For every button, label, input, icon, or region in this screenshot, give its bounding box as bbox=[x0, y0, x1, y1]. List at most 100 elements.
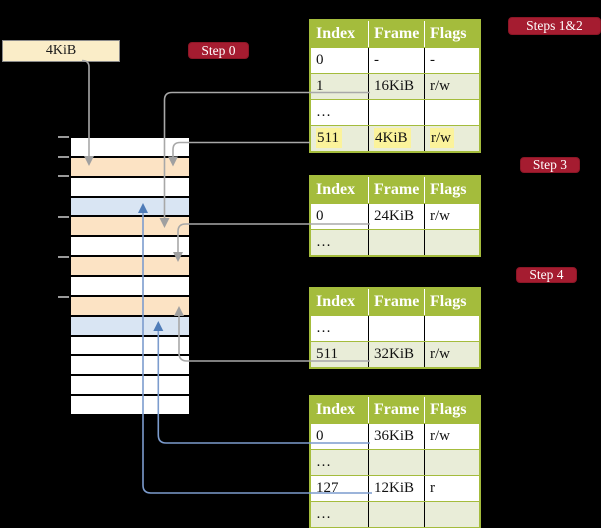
table-cell: 1 bbox=[316, 78, 324, 94]
frame-boundary-tick bbox=[58, 256, 69, 258]
table-header-row: Index Frame Flags bbox=[311, 397, 479, 423]
column-header-frame: Frame bbox=[368, 289, 424, 315]
table-cell: r/w bbox=[424, 424, 479, 449]
table-cell: 32KiB bbox=[368, 342, 424, 367]
column-header-flags: Flags bbox=[424, 21, 479, 47]
memory-frame-row bbox=[71, 376, 189, 395]
step3-label: Step 3 bbox=[532, 157, 568, 172]
table-cell: 511 bbox=[311, 126, 368, 151]
column-header-index: Index bbox=[316, 181, 356, 198]
table-row: 511 32KiB r/w bbox=[311, 341, 479, 367]
memory-frame-row bbox=[71, 257, 189, 275]
column-header-frame: Frame bbox=[368, 177, 424, 203]
table-header-row: Index Frame Flags bbox=[311, 21, 479, 47]
table-cell: r/w bbox=[424, 126, 479, 151]
frame-size-box: 4KiB bbox=[2, 40, 120, 62]
column-header-frame: Frame bbox=[368, 21, 424, 47]
table-cell: 0 bbox=[316, 428, 324, 444]
table-cell: … bbox=[316, 320, 331, 336]
highlighted-value: r/w bbox=[430, 128, 454, 148]
table-row: 127 12KiB r bbox=[311, 475, 479, 501]
column-header-flags: Flags bbox=[424, 397, 479, 423]
table-row: … bbox=[311, 501, 479, 527]
table-cell: 0 bbox=[316, 52, 324, 68]
steps12-badge: Steps 1&2 bbox=[508, 17, 601, 35]
table-cell: r/w bbox=[424, 74, 479, 99]
table-cell: … bbox=[316, 104, 331, 120]
column-header-index: Index bbox=[316, 293, 356, 310]
frame-boundary-tick bbox=[58, 296, 69, 298]
column-header-flags: Flags bbox=[424, 289, 479, 315]
memory-frame-row bbox=[71, 237, 189, 256]
memory-frame-row bbox=[71, 396, 189, 414]
step4-label: Step 4 bbox=[529, 267, 564, 282]
frame-boundary-tick bbox=[58, 216, 69, 218]
page-table-1: Index Frame Flags 0 - - 1 16KiB r/w … 51… bbox=[309, 19, 481, 153]
column-header-frame: Frame bbox=[368, 397, 424, 423]
table-row: … bbox=[311, 449, 479, 475]
table-cell: 0 bbox=[316, 208, 324, 224]
table-cell bbox=[368, 230, 424, 255]
table-row: … bbox=[311, 315, 479, 341]
table-cell bbox=[368, 450, 424, 475]
table-cell bbox=[424, 230, 479, 255]
table-cell bbox=[368, 316, 424, 341]
table-cell bbox=[368, 502, 424, 527]
step0-badge: Step 0 bbox=[188, 42, 249, 59]
column-header-index: Index bbox=[316, 401, 356, 418]
memory-frame-row bbox=[71, 316, 189, 335]
table-cell bbox=[424, 450, 479, 475]
table-cell: 12KiB bbox=[368, 476, 424, 501]
page-table-4: Index Frame Flags 0 36KiB r/w … 127 12Ki… bbox=[309, 395, 481, 528]
table-header-row: Index Frame Flags bbox=[311, 289, 479, 315]
table-row: 0 24KiB r/w bbox=[311, 203, 479, 229]
column-header-flags: Flags bbox=[424, 177, 479, 203]
table-cell: … bbox=[316, 234, 331, 250]
frame-size-label: 4KiB bbox=[45, 43, 77, 58]
memory-frame-row bbox=[71, 356, 189, 375]
frame-boundary-tick bbox=[58, 156, 69, 158]
table-cell: r/w bbox=[424, 342, 479, 367]
table-cell: … bbox=[316, 454, 331, 470]
memory-frame-row bbox=[71, 277, 189, 295]
table-row: 0 - - bbox=[311, 47, 479, 73]
memory-frame-row bbox=[71, 296, 189, 315]
table-cell: 36KiB bbox=[368, 424, 424, 449]
table-cell: - bbox=[424, 48, 479, 73]
memory-frame-row bbox=[71, 197, 189, 216]
table-cell bbox=[424, 316, 479, 341]
table-cell: 24KiB bbox=[368, 204, 424, 229]
step4-badge: Step 4 bbox=[516, 267, 577, 283]
table-cell: r bbox=[424, 476, 479, 501]
table-row: 0 36KiB r/w bbox=[311, 423, 479, 449]
table-cell: … bbox=[316, 506, 331, 522]
table-cell: - bbox=[368, 48, 424, 73]
table-cell bbox=[424, 100, 479, 125]
memory-frame-row bbox=[71, 157, 189, 176]
steps12-label: Steps 1&2 bbox=[526, 18, 583, 33]
memory-frame-row bbox=[71, 177, 189, 196]
step0-label: Step 0 bbox=[201, 42, 236, 58]
table-row-highlighted: 511 4KiB r/w bbox=[311, 125, 479, 151]
memory-frame-row bbox=[71, 217, 189, 236]
table-cell: 511 bbox=[316, 346, 338, 362]
table-cell: 127 bbox=[316, 480, 339, 496]
page-table-3: Index Frame Flags … 511 32KiB r/w bbox=[309, 287, 481, 369]
memory-frame-row bbox=[71, 138, 189, 156]
table-cell bbox=[368, 100, 424, 125]
table-row: … bbox=[311, 229, 479, 255]
memory-strip bbox=[70, 137, 190, 415]
table-cell: 4KiB bbox=[368, 126, 424, 151]
table-row: … bbox=[311, 99, 479, 125]
frame-boundary-tick bbox=[58, 175, 69, 177]
connector-entry511-to-frame-4kib bbox=[172, 141, 310, 158]
highlighted-value: 4KiB bbox=[374, 128, 411, 148]
column-header-index: Index bbox=[316, 25, 356, 42]
page-table-2: Index Frame Flags 0 24KiB r/w … bbox=[309, 175, 481, 257]
table-header-row: Index Frame Flags bbox=[311, 177, 479, 203]
frame-boundary-tick bbox=[58, 136, 69, 138]
table-cell: 16KiB bbox=[368, 74, 424, 99]
table-row: 1 16KiB r/w bbox=[311, 73, 479, 99]
table-cell: r/w bbox=[424, 204, 479, 229]
